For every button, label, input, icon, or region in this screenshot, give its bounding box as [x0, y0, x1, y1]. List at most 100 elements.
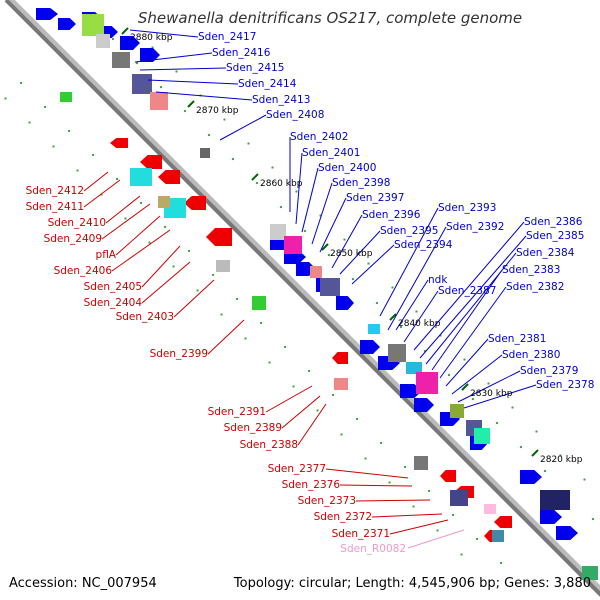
scale-tick [389, 313, 397, 321]
forward-gene-label: Sden_2378 [536, 379, 594, 391]
reverse-gene-label: Sden_2399 [150, 348, 208, 360]
leader-line [463, 384, 537, 409]
leader-line [379, 207, 439, 317]
scale-label: 2820 kbp [540, 455, 583, 465]
forward-gene-label: Sden_2384 [516, 247, 575, 259]
tick-dot [212, 273, 215, 276]
tick-dot [28, 121, 31, 124]
leader-line [439, 286, 507, 379]
reverse-gene-label: Sden_2372 [314, 511, 372, 523]
leader-line [134, 52, 213, 63]
forward-gene-label: Sden_2416 [212, 47, 271, 59]
leader-line [389, 519, 449, 535]
scale-label: 2830 kbp [470, 389, 513, 399]
tick-dot [332, 393, 335, 396]
feature-box [252, 296, 266, 310]
tick-dot [351, 278, 354, 281]
leader-line [147, 79, 239, 85]
forward-gene-label: Sden_2415 [226, 62, 284, 74]
reverse-leader-lines [83, 171, 465, 549]
tick-dot [268, 361, 271, 364]
reverse-gene [440, 470, 456, 482]
tick-dot [159, 86, 162, 89]
feature-box [450, 490, 468, 506]
leader-line [83, 171, 109, 192]
feature-box [492, 530, 504, 542]
feature-box [474, 428, 490, 444]
tick-dot [511, 406, 514, 409]
tick-dot [447, 374, 450, 377]
leader-line [395, 279, 429, 331]
tick-dot [140, 201, 143, 204]
forward-gene-label: Sden_2398 [332, 177, 390, 189]
feature-box [388, 344, 406, 362]
leader-line [115, 215, 161, 256]
forward-gene-label: Sden_2382 [506, 281, 564, 293]
tick-dot [327, 254, 330, 257]
tick-dot [404, 465, 407, 468]
backbone-shadow [5, 0, 600, 595]
leader-line [281, 395, 321, 429]
forward-gene [58, 18, 76, 30]
tick-dot [284, 345, 287, 348]
tick-dot [135, 62, 138, 65]
tick-dot [367, 262, 370, 265]
tick-dot [495, 422, 498, 425]
tick-dot [295, 190, 298, 193]
reverse-gene [206, 228, 232, 246]
leader-line [219, 114, 267, 141]
feature-box [310, 266, 322, 278]
reverse-gene-label: Sden_2410 [48, 217, 106, 229]
tick-dot [535, 430, 538, 433]
tick-dot [148, 241, 151, 244]
feature-box [96, 34, 110, 48]
forward-gene-label: Sden_2380 [502, 349, 560, 361]
tick-dot [375, 302, 378, 305]
tick-dot [460, 553, 463, 556]
tick-dot [343, 238, 346, 241]
leader-line [355, 499, 431, 502]
feature-box [132, 74, 152, 94]
feature-box [320, 278, 340, 296]
forward-gene [36, 8, 58, 20]
forward-gene-label: Sden_2401 [302, 147, 360, 159]
forward-gene-label: Sden_2402 [290, 131, 348, 143]
feature-box [406, 362, 422, 374]
scale-tick [121, 27, 129, 35]
tick-dot [92, 153, 95, 156]
leader-line [105, 195, 141, 224]
forward-gene-labels: Sden_2417Sden_2416Sden_2415Sden_2414Sden… [198, 31, 594, 391]
forward-gene-label: Sden_2392 [446, 221, 504, 233]
forward-gene-label: Sden_2395 [380, 225, 438, 237]
scale-tick [321, 243, 329, 251]
leader-line [141, 261, 191, 304]
tick-dot [76, 169, 79, 172]
reverse-gene [332, 352, 348, 364]
reverse-gene-label: Sden_2388 [240, 439, 298, 451]
rna-gene-labels: Sden_R0082 [340, 543, 406, 555]
tick-dot [519, 446, 522, 449]
feature-box [414, 456, 428, 470]
forward-gene-label: Sden_2413 [252, 94, 310, 106]
feature-box [334, 378, 348, 390]
forward-gene-label: Sden_2381 [488, 333, 546, 345]
tick-dot [439, 334, 442, 337]
genome-summary-text: Topology: circular; Length: 4,545,906 bp… [233, 576, 591, 591]
reverse-gene [494, 516, 512, 528]
tick-dot [220, 313, 223, 316]
leader-line [139, 67, 227, 71]
tick-dot [188, 249, 191, 252]
tick-dot [356, 417, 359, 420]
forward-gene-label: ndk [428, 274, 448, 286]
scale-label: 2840 kbp [398, 319, 441, 329]
reverse-gene-label: Sden_2391 [208, 406, 266, 418]
tick-dot [207, 134, 210, 137]
tick-dot [303, 230, 306, 233]
tick-dot [260, 321, 263, 324]
tick-dot [412, 505, 415, 508]
tick-dot [183, 110, 186, 113]
leader-line [457, 370, 521, 403]
scale-ticks [121, 27, 539, 457]
scale-label: 2870 kbp [196, 106, 239, 116]
feature-box [112, 52, 130, 68]
